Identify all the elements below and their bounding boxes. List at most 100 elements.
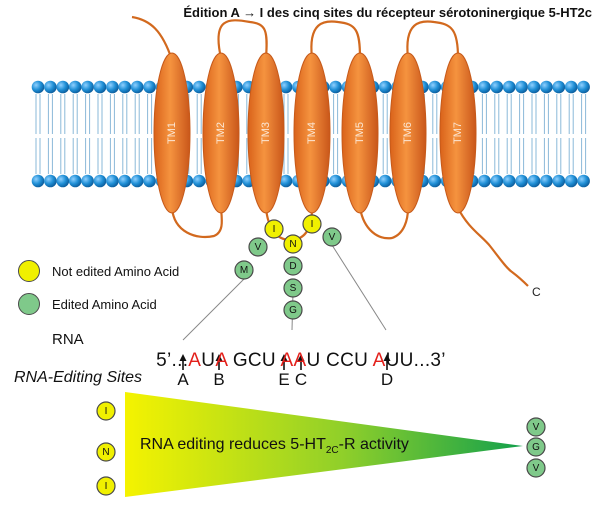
site-letter-c: C: [294, 370, 308, 389]
rna-segment: GCU: [227, 350, 281, 371]
lipid-head: [44, 174, 57, 188]
lipid-head: [378, 174, 392, 188]
lipid-head: [428, 174, 442, 188]
lipid-head: [106, 174, 119, 188]
helix-tm4: [293, 52, 331, 214]
lipid-head: [577, 174, 590, 188]
helix-label: TM4: [306, 122, 318, 144]
helix-label: TM7: [452, 122, 464, 144]
residue-g-edited-letter: G: [289, 305, 297, 316]
lipid-head: [540, 174, 553, 188]
wedge-residue-left: [96, 476, 116, 496]
yellow-dot-icon: [18, 260, 40, 282]
wedge-residue-left: [96, 442, 116, 462]
lipid-head: [143, 80, 156, 94]
lipid-head: [130, 80, 144, 94]
lipid-head: [527, 174, 541, 188]
wedge-residue-right: [526, 437, 546, 457]
residue-i-not-edited: [264, 219, 284, 239]
lipid-head: [56, 80, 70, 94]
helix-label: TM5: [354, 122, 366, 144]
helix-label: TM3: [260, 122, 272, 144]
lipid-head: [329, 80, 342, 94]
site-arrow-head: [280, 354, 288, 361]
residue-v-edited-letter: V: [255, 242, 262, 253]
lipid-head: [106, 80, 119, 94]
residue-d-edited-letter: D: [289, 261, 296, 272]
site-letter-b: B: [213, 370, 225, 389]
residue-i-not-edited-letter: I: [273, 224, 276, 235]
lipid-head: [56, 174, 70, 188]
activity-subscript: 2C: [325, 445, 339, 457]
rna-label: RNA: [52, 331, 84, 348]
site-letter-e: E: [278, 370, 290, 389]
rna-edited-base: A: [280, 350, 294, 371]
site-arrow-head: [179, 354, 187, 361]
lipid-head: [31, 80, 45, 94]
site-arrow-head: [215, 354, 223, 361]
wedge-residue-right: [526, 417, 546, 437]
legend-not-edited: Not edited Amino Acid: [18, 260, 179, 282]
site-letter-d: D: [380, 370, 394, 389]
residue-m-edited-letter: M: [240, 265, 248, 276]
lipid-head: [564, 174, 578, 188]
residue-g-edited: [283, 300, 303, 320]
residue-m-edited: [234, 260, 254, 280]
lipid-head: [515, 80, 528, 94]
lipid-head: [478, 174, 491, 188]
activity-text: RNA editing reduces 5-HT: [140, 436, 326, 453]
helix-tm3: [247, 52, 285, 214]
rna-segment: UU...3’: [385, 350, 446, 371]
lipid-head: [527, 80, 541, 94]
site-arrow-head: [297, 354, 305, 361]
residue-v-edited-2-letter: V: [329, 232, 336, 243]
residue-n-not-edited-letter: N: [289, 239, 296, 250]
c-terminus-tail: [457, 207, 529, 287]
intracellular-loop-3: [358, 207, 410, 240]
lipid-head: [68, 80, 82, 94]
lipid-head: [279, 80, 293, 94]
rna-edited-base: A: [215, 350, 228, 371]
legend-not-edited-label: Not edited Amino Acid: [52, 263, 180, 279]
n-terminus-loop: [131, 15, 174, 61]
lipid-head: [192, 80, 206, 94]
lipid-head: [540, 80, 553, 94]
helix-label: TM6: [402, 122, 414, 144]
lipid-head: [428, 80, 442, 94]
residue-i-not-edited-2: [302, 214, 322, 234]
lipid-head: [31, 174, 45, 188]
wedge-residue-left: [96, 401, 116, 421]
lipid-head: [329, 174, 342, 188]
lipid-head: [490, 80, 504, 94]
wedge-residue-left-letter: I: [105, 406, 108, 417]
receptor-loops: C: [131, 15, 541, 299]
extracellular-loop-1: [217, 19, 268, 59]
lipid-head: [81, 174, 94, 188]
lipid-head: [478, 80, 491, 94]
site-arrow-head: [383, 354, 391, 361]
lipid-head: [68, 174, 82, 188]
helix-tm1: [153, 52, 191, 214]
intracellular-loop-1: [170, 207, 223, 238]
lipid-head: [552, 80, 566, 94]
wedge-residue-left-letter: I: [105, 481, 108, 492]
rna-segment: U: [201, 350, 216, 371]
helix-tm5: [341, 52, 379, 214]
helix-tm6: [389, 52, 427, 214]
helix-tm7: [439, 52, 477, 214]
rna-sequence: 5’...AUA GCU AAU CCU AUU...3’: [145, 328, 446, 372]
wedge-residue-right-letter: G: [532, 442, 540, 453]
lipid-head: [93, 174, 107, 188]
legend-edited: Edited Amino Acid: [18, 293, 157, 315]
activity-wedge-triangle: [125, 392, 523, 497]
editing-sites-title: RNA-Editing Sites: [14, 369, 143, 386]
residue-i-not-edited-2-letter: I: [311, 219, 314, 230]
lipid-head: [378, 80, 392, 94]
wedge-residue-right: [526, 458, 546, 478]
extracellular-loop-3: [406, 20, 460, 59]
green-dot-icon: [18, 293, 40, 315]
